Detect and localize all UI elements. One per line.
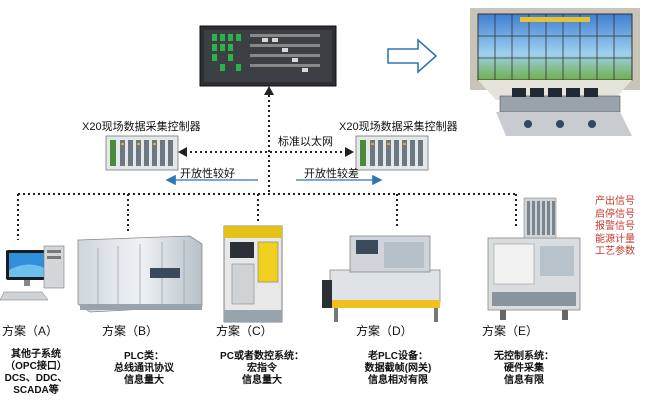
desc-line: （OPC接口） [5,361,67,372]
scheme-b-desc: PLC类： 总线通讯协议 信息量大 [102,351,186,387]
scheme-d-desc: 老PLC设备： 数据截帧(网关) 信息相对有限 [350,351,446,387]
control-room-icon [470,8,640,136]
plc-equipment-icon [77,235,203,313]
signal-item: 工艺参数 [595,246,635,257]
scheme-c-label: 方案（C） [216,324,273,338]
desc-line: 信息量大 [242,375,282,386]
arrow-right-to-controller [345,147,354,157]
scheme-e-desc: 无控制系统： 硬件采集 信息有限 [482,351,566,387]
desc-line: 宏指令 [247,363,277,374]
x20-controller-right-icon [355,135,429,171]
desc-line: 总线通讯协议 [114,363,174,374]
x20-controller-left-icon [105,135,179,171]
signal-list: 产出信号 启停信号 报警信号 能源计量 工艺参数 [595,196,635,259]
scheme-b-label: 方案（B） [102,324,159,338]
server-rack-icon [199,25,337,87]
scheme-a-desc: 其他子系统 （OPC接口） DCS、DDC、 SCADA等 [0,349,72,397]
signal-item: 报警信号 [595,221,635,232]
network-lines [17,90,517,240]
controller-right-label: X20现场数据采集控制器 [339,121,458,133]
desc-line: 信息量大 [124,375,164,386]
desc-line: SCADA等 [13,385,59,396]
ethernet-label: 标准以太网 [278,136,333,148]
pc-workstation-icon [0,245,65,301]
scheme-c-desc: PC或者数控系统： 宏指令 信息量大 [214,351,310,387]
scheme-d-label: 方案（D） [356,324,413,338]
hollow-right-arrow [387,38,438,74]
desc-line: 信息相对有限 [368,375,428,386]
desc-line: 老PLC设备： [368,351,428,362]
signal-item: 能源计量 [595,233,635,245]
desc-line: PLC类： [124,351,164,362]
legacy-plc-line-icon [322,235,441,322]
desc-line: DCS、DDC、 [4,373,68,384]
desc-line: 其他子系统 [11,349,61,360]
scheme-e-label: 方案（E） [482,324,539,338]
signal-item: 启停信号 [595,208,635,220]
openness-poor-label: 开放性较差 [304,168,359,180]
signal-item: 产出信号 [595,196,635,207]
signal-io-modules-icon [523,197,557,239]
desc-line: 硬件采集 [504,363,544,374]
desc-line: 信息有限 [504,375,544,386]
cnc-machine-icon [223,225,283,323]
desc-line: 无控制系统： [494,351,554,362]
openness-good-label: 开放性较好 [180,168,235,180]
arrow-up-to-server [264,86,274,95]
desc-line: 数据截帧(网关) [364,363,432,374]
arrow-left-to-controller [178,147,187,157]
desc-line: PC或者数控系统： [220,351,304,362]
controller-left-label: X20现场数据采集控制器 [82,121,201,133]
hardware-acquisition-machine-icon [487,237,581,320]
scheme-a-label: 方案（A） [2,324,59,338]
